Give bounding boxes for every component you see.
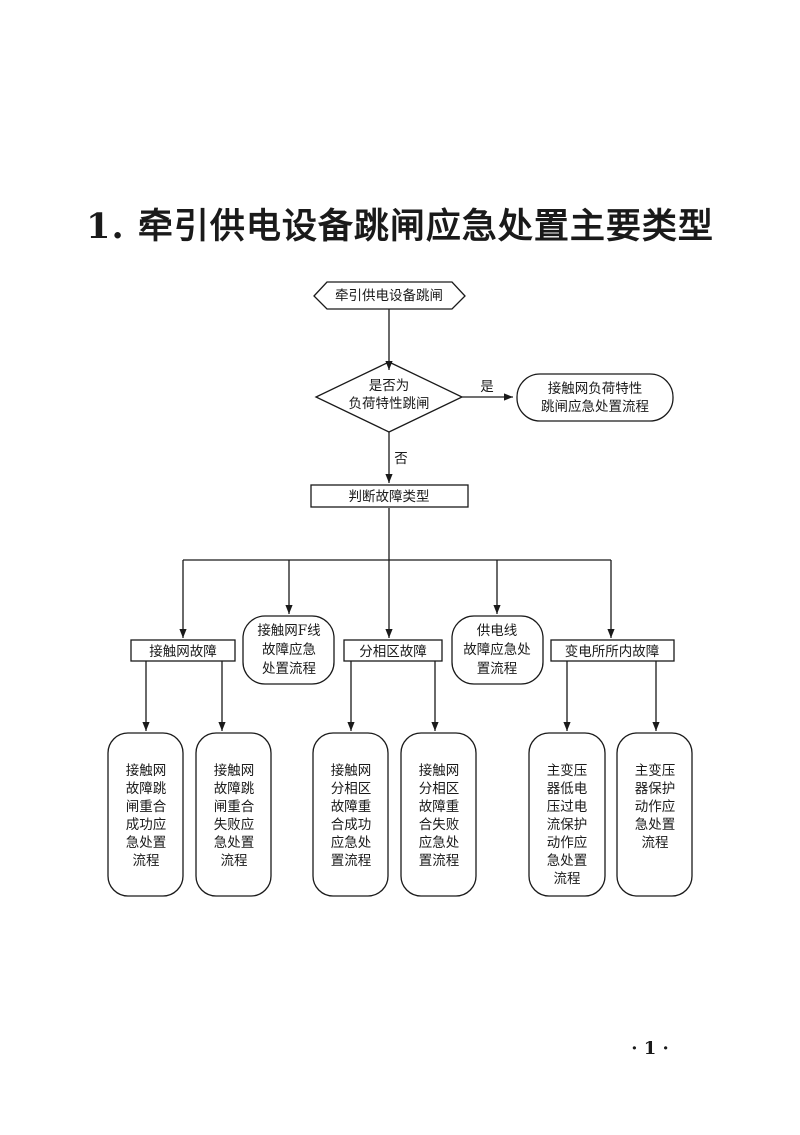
branch-fline-line-1: 接触网F线	[257, 622, 320, 639]
branch-fline-terminal	[242, 615, 335, 685]
leaf-6-line-1: 主变压	[635, 763, 676, 779]
yes-label: 是	[480, 379, 494, 395]
leaf-4-line-3: 故障重	[419, 799, 460, 815]
leaf-6-line-4: 急处置	[635, 817, 676, 833]
leaf-6-line-2: 器保护	[635, 781, 676, 797]
leaf-3-line-6: 置流程	[331, 853, 372, 869]
decision-diamond	[314, 361, 464, 433]
leaf-4-line-4: 合失败	[419, 817, 460, 833]
leaf-2-line-2: 故障跳	[214, 781, 255, 797]
leaf-6-line-3: 动作应	[635, 798, 676, 815]
no-label: 否	[394, 451, 408, 467]
leaf-4-line-1: 接触网	[419, 762, 460, 779]
page-number: · 1 ·	[631, 1038, 669, 1059]
leaf-2-line-5: 急处置	[214, 835, 255, 851]
leaf-2-line-3: 闸重合	[214, 799, 255, 815]
leaf-2-line-6: 流程	[221, 853, 248, 869]
branch-catenary-label: 接触网故障	[149, 643, 217, 660]
leaf-5-line-2: 器低电	[547, 781, 588, 797]
leaf-1-line-4: 成功应	[126, 816, 167, 833]
leaf-5-line-6: 急处置	[547, 853, 588, 869]
leaf-4-line-6: 置流程	[419, 853, 460, 869]
branch-fline-line-2: 故障应急	[262, 641, 316, 658]
leaf-1-line-2: 故障跳	[126, 781, 167, 797]
branch-catenary-box	[130, 639, 236, 662]
leaf-3-terminal	[312, 732, 389, 897]
branch-phase-label: 分相区故障	[359, 644, 427, 660]
yes-result-terminal	[516, 373, 674, 422]
leaf-2-line-4: 失败应	[214, 816, 255, 833]
yes-result-line-1: 接触网负荷特性	[548, 380, 643, 397]
leaf-3-line-3: 故障重	[331, 799, 372, 815]
leaf-4-line-2: 分相区	[419, 781, 460, 797]
leaf-3-line-1: 接触网	[331, 762, 372, 779]
leaf-2-line-1: 接触网	[214, 762, 255, 779]
branch-feeder-line-1: 供电线	[477, 623, 518, 639]
leaf-6-terminal	[616, 732, 693, 897]
leaf-5-line-4: 流保护	[547, 817, 588, 833]
leaf-4-terminal	[400, 732, 477, 897]
yes-result-line-2: 跳闸应急处置流程	[541, 398, 649, 415]
leaf-5-line-3: 压过电	[547, 799, 588, 815]
decision-line-1: 是否为	[369, 378, 410, 394]
branch-substation-label: 变电所所内故障	[565, 644, 660, 660]
leaf-3-line-5: 应急处	[331, 834, 372, 851]
leaf-3-line-4: 合成功	[331, 817, 372, 833]
leaf-1-line-6: 流程	[133, 853, 160, 869]
start-node-hexagon	[313, 281, 466, 310]
branch-feeder-line-3: 置流程	[477, 661, 518, 677]
leaf-1-line-3: 闸重合	[126, 799, 167, 815]
leaf-1-terminal	[107, 732, 184, 897]
leaf-3-line-2: 分相区	[331, 781, 372, 797]
branch-feeder-terminal	[451, 615, 544, 685]
leaf-1-line-5: 急处置	[126, 835, 167, 851]
judge-label: 判断故障类型	[349, 489, 430, 505]
judge-box	[310, 484, 469, 508]
branch-feeder-line-2: 故障应急处	[463, 641, 531, 658]
leaf-5-line-1: 主变压	[547, 763, 588, 779]
branch-substation-box	[550, 639, 675, 662]
leaf-1-line-1: 接触网	[126, 762, 167, 779]
branch-phase-box	[343, 639, 443, 662]
leaf-2-terminal	[195, 732, 272, 897]
leaf-6-line-5: 流程	[642, 835, 669, 851]
leaf-5-line-5: 动作应	[547, 834, 588, 851]
leaf-5-terminal	[528, 732, 606, 897]
leaf-5-line-7: 流程	[554, 871, 581, 887]
page-title: 1. 牵引供电设备跳闸应急处置主要类型	[86, 206, 714, 247]
decision-line-2: 负荷特性跳闸	[349, 396, 430, 412]
leaf-4-line-5: 应急处	[419, 834, 460, 851]
branch-fline-line-3: 处置流程	[262, 661, 316, 677]
start-node-label: 牵引供电设备跳闸	[335, 287, 443, 304]
